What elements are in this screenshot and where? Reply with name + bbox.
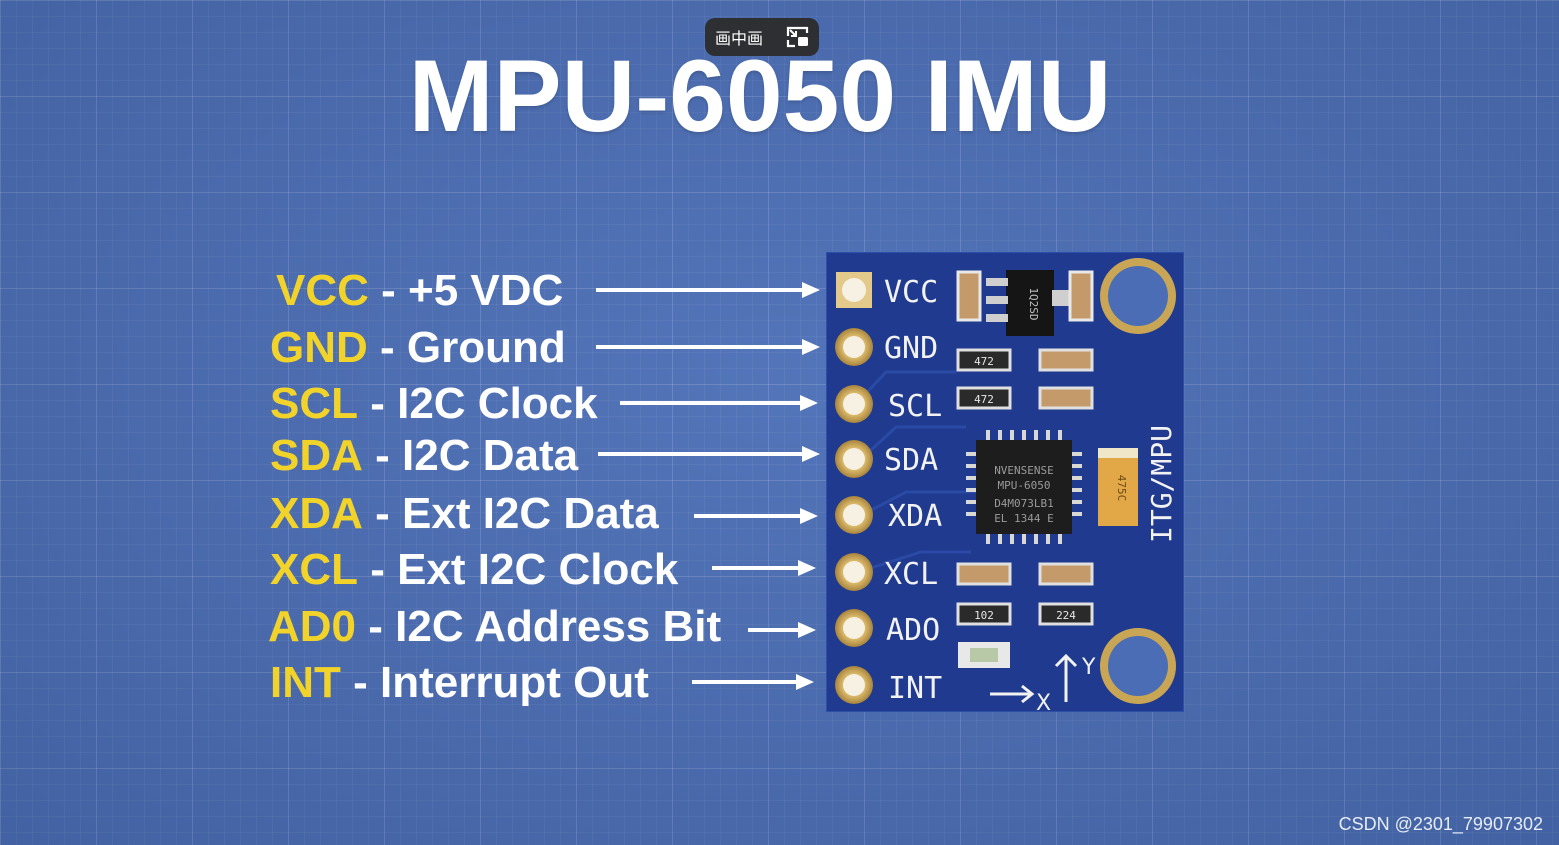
arrow-icon [712, 560, 816, 576]
pin-description: Ext I2C Clock [397, 545, 679, 594]
watermark: CSDN @2301_79907302 [1338, 814, 1543, 834]
pin-separator: - [358, 545, 398, 594]
pin-name: SDA [270, 431, 363, 480]
silk-label: XCL [884, 557, 938, 592]
mpu6050-chip: NVENSENSE MPU-6050 D4M073LB1 EL 1344 E [966, 430, 1082, 544]
pin-description: Ground [406, 323, 566, 372]
chip-marking: NVENSENSE [994, 464, 1054, 477]
axis-y-label: Y [1081, 655, 1096, 680]
chip-marking: EL 1344 E [994, 512, 1054, 525]
silk-label: INT [888, 671, 942, 706]
pin-name: GND [270, 323, 368, 372]
arrow-icon [598, 446, 820, 462]
pin-separator: - [356, 602, 396, 651]
resistor-code: 102 [974, 609, 994, 622]
cap-marking: 475C [1115, 475, 1128, 502]
pip-label: 画中画 [715, 29, 764, 48]
pin-description: Ext I2C Data [402, 489, 659, 538]
pin-row-gnd: GND - Ground [270, 323, 566, 373]
chip-marking: D4M073LB1 [994, 497, 1054, 510]
board-side-label: ITG/MPU [1145, 425, 1178, 543]
pip-icon [786, 26, 809, 48]
pin-row-xcl: XCL - Ext I2C Clock [270, 545, 678, 595]
pin-row-xda: XDA - Ext I2C Data [270, 489, 659, 539]
pin-separator: - [362, 431, 403, 480]
pin-name: AD0 [268, 602, 357, 651]
pin-separator: - [367, 323, 407, 372]
silk-label: SDA [884, 443, 938, 478]
silk-labels: VCC GND SCL SDA XDA XCL ADO INT [884, 275, 942, 706]
arrow-icon [596, 339, 820, 355]
pin-pads [835, 272, 873, 704]
silk-label: GND [884, 331, 938, 366]
pin-name: XCL [270, 545, 358, 594]
pin-separator: - [362, 489, 403, 538]
resistor-code: 472 [974, 355, 994, 368]
mpu6050-board-image: VCC GND SCL SDA XDA XCL ADO INT 1Q2SD 47… [826, 252, 1184, 712]
pin-row-sda: SDA - I2C Data [270, 431, 578, 481]
pin-name: XDA [270, 489, 363, 538]
chip-marking: MPU-6050 [998, 479, 1051, 492]
arrow-icon [748, 622, 816, 638]
pin-separator: - [368, 266, 409, 315]
pin-separator: - [340, 658, 380, 707]
pin-name: VCC [276, 266, 369, 315]
pin-separator: - [358, 379, 398, 428]
pin-description: I2C Address Bit [395, 602, 722, 651]
resistor-code: 472 [974, 393, 994, 406]
pin-description: I2C Clock [397, 379, 598, 428]
arrow-icon [694, 508, 818, 524]
picture-in-picture-button[interactable]: 画中画 [705, 18, 819, 56]
page-title: MPU-6050 IMU [408, 39, 1112, 153]
pin-description: I2C Data [402, 431, 579, 480]
regulator-marking: 1Q2SD [1027, 287, 1040, 320]
pin-name: INT [270, 658, 341, 707]
pin-name: SCL [270, 379, 358, 428]
pin-description: +5 VDC [408, 266, 564, 315]
silk-label: VCC [884, 275, 938, 310]
pin-row-vcc: VCC - +5 VDC [276, 266, 563, 316]
axis-icon [990, 653, 1078, 704]
arrow-icon [620, 395, 818, 411]
pin-row-int: INT - Interrupt Out [270, 658, 649, 708]
pin-description: Interrupt Out [380, 658, 649, 707]
silk-label: ADO [886, 613, 940, 648]
silk-label: XDA [888, 499, 942, 534]
arrow-icon [596, 282, 820, 298]
pin-row-ad0: AD0 - I2C Address Bit [268, 602, 721, 652]
silk-label: SCL [888, 389, 942, 424]
pin-row-scl: SCL - I2C Clock [270, 379, 598, 429]
resistor-code: 224 [1056, 609, 1076, 622]
axis-x-label: X [1036, 691, 1051, 712]
arrow-icon [692, 674, 814, 690]
